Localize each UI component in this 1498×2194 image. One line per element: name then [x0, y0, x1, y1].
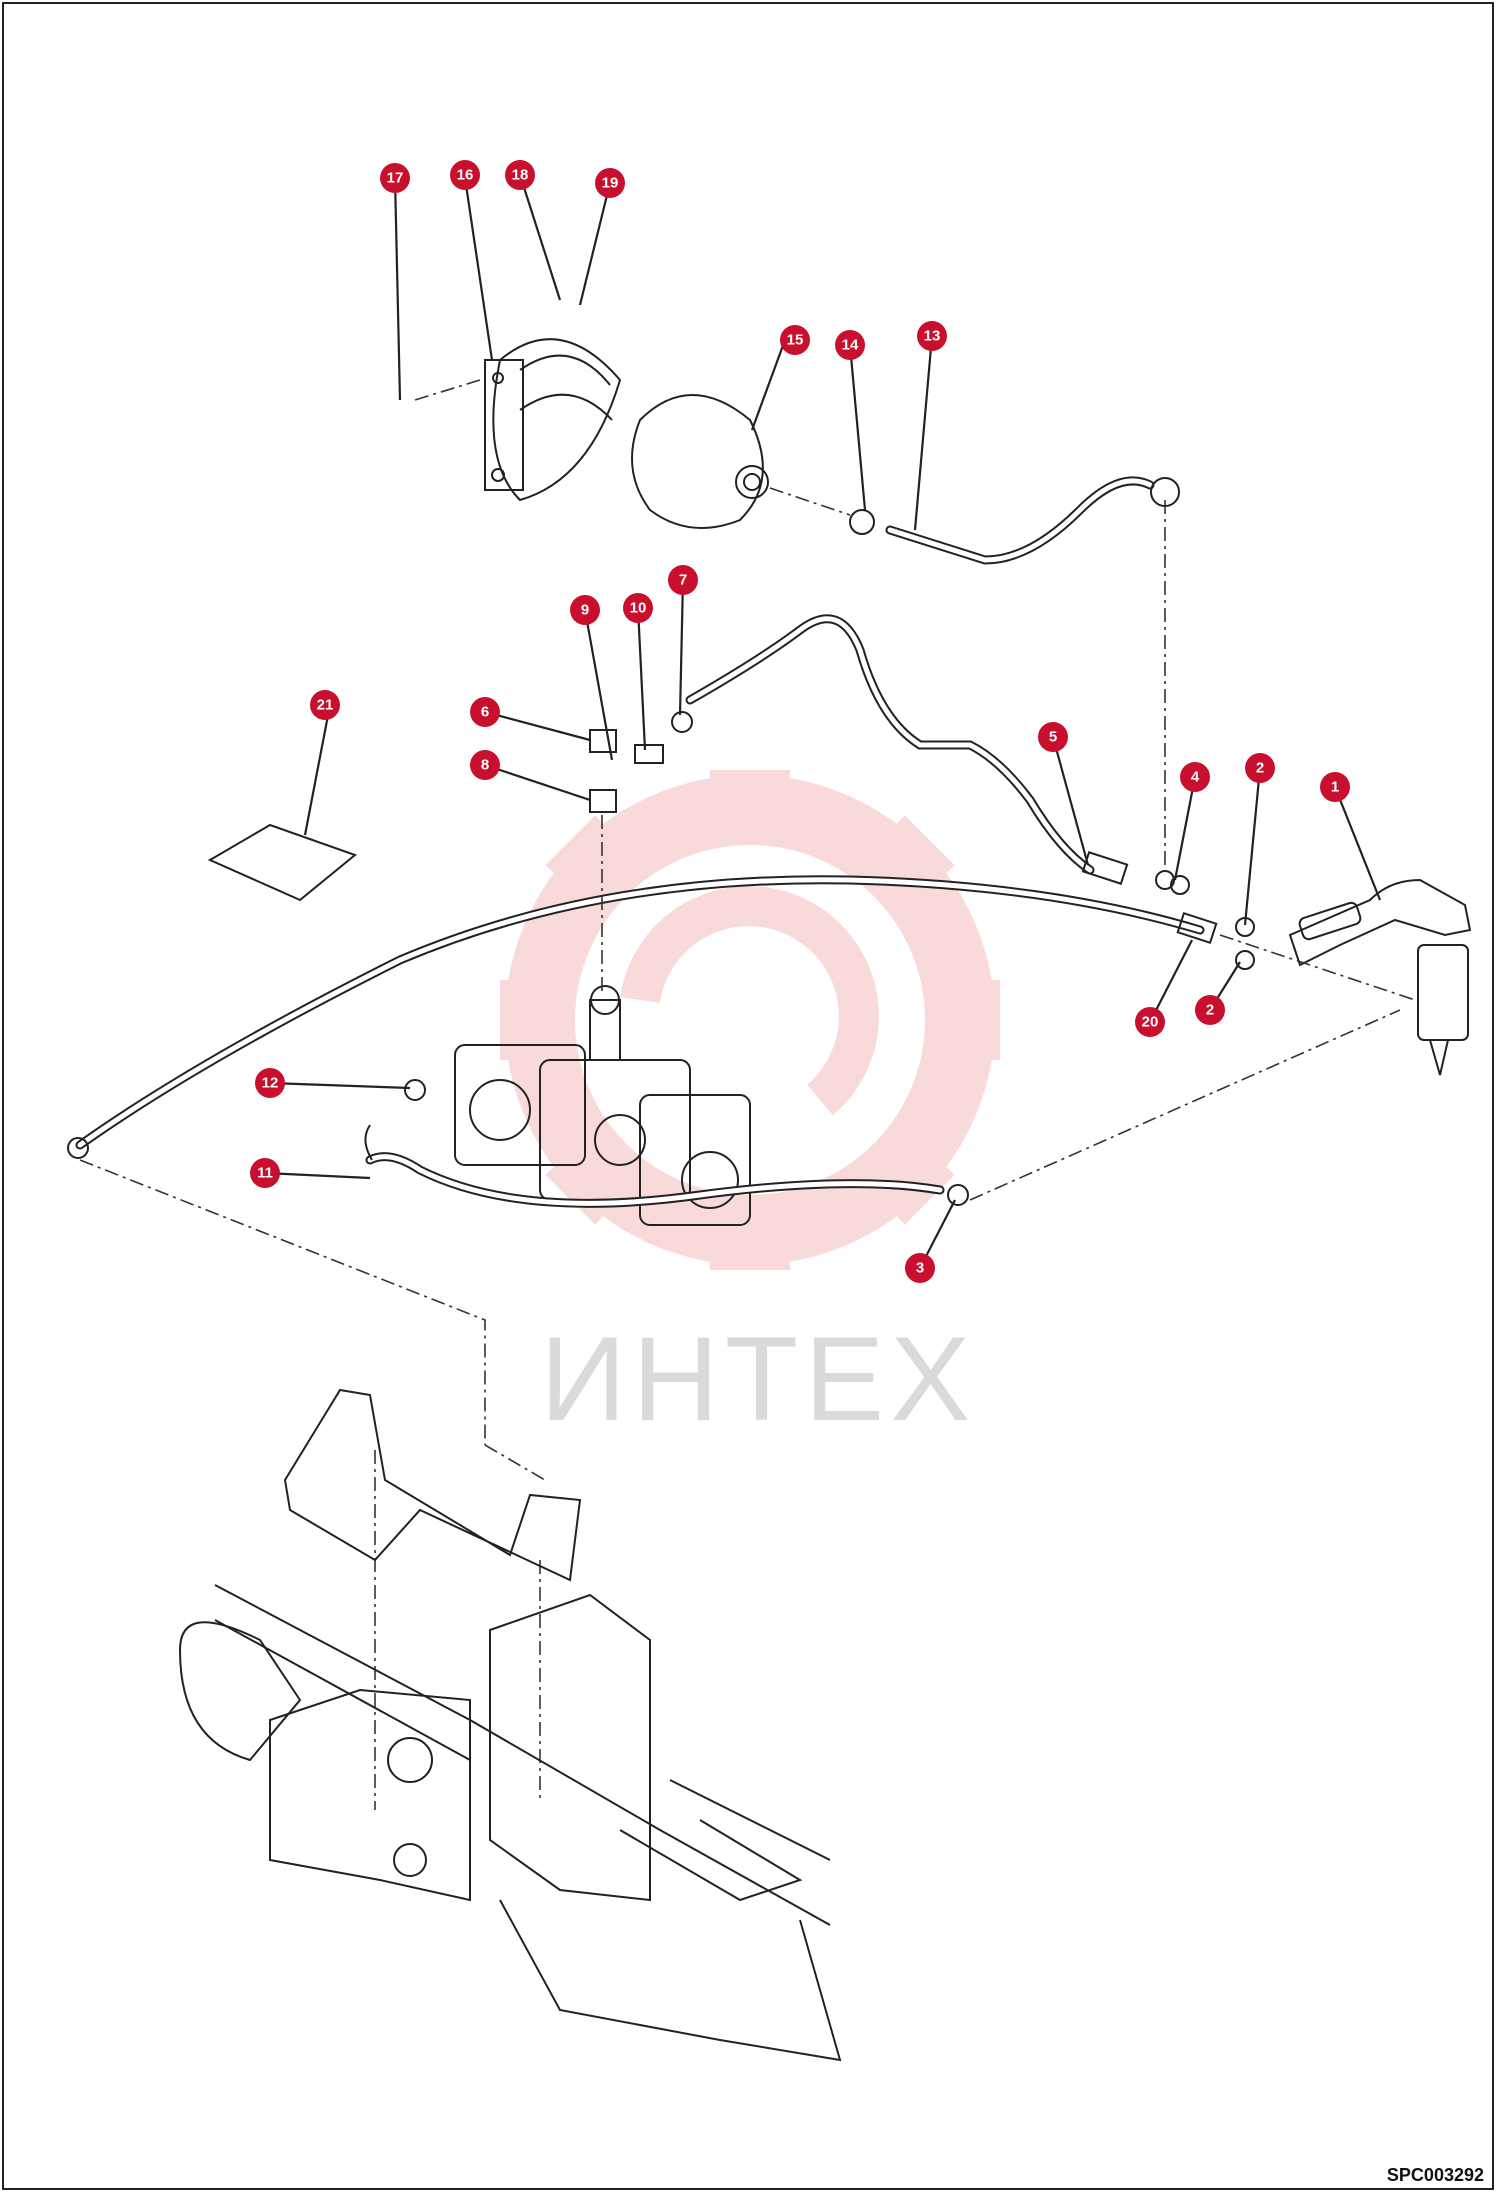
callout-2-lower: 2: [1195, 995, 1225, 1025]
svg-text:12: 12: [262, 1075, 279, 1092]
assembly-lines: [79, 379, 1416, 1810]
svg-text:15: 15: [787, 332, 804, 349]
callout-21: 21: [310, 690, 340, 720]
upper-hose: [685, 614, 1129, 885]
svg-text:2: 2: [1206, 1002, 1214, 1019]
clamp-bracket: [484, 338, 622, 502]
svg-text:14: 14: [842, 337, 859, 354]
svg-text:5: 5: [1049, 729, 1057, 746]
svg-text:2: 2: [1256, 760, 1264, 777]
watermark-gear-icon: [500, 770, 1000, 1270]
callout-20: 20: [1135, 1007, 1165, 1037]
leader-lines: [264, 174, 1382, 1269]
svg-text:17: 17: [387, 170, 404, 187]
svg-text:10: 10: [630, 600, 647, 617]
callout-4: 4: [1180, 762, 1210, 792]
accumulator-pipe: [849, 476, 1180, 565]
svg-text:1: 1: [1331, 779, 1339, 796]
svg-text:3: 3: [916, 1260, 924, 1277]
accumulator: [631, 394, 769, 529]
drawing-code: SPC003292: [1386, 2165, 1484, 2185]
callout-1: 1: [1320, 772, 1350, 802]
svg-text:8: 8: [481, 757, 489, 774]
transmission-assembly: [178, 1388, 842, 2062]
callouts: 1 2 2 3 4 5 6 7 8 9 10 11 12 13 14 15 16…: [250, 160, 1350, 1283]
long-hose: [67, 875, 1218, 1159]
svg-text:19: 19: [602, 175, 619, 192]
callout-18: 18: [505, 160, 535, 190]
watermark-text: ИНТЕХ: [540, 1312, 977, 1446]
callout-8: 8: [470, 750, 500, 780]
callout-2-upper: 2: [1245, 753, 1275, 783]
svg-text:9: 9: [581, 602, 589, 619]
callout-10: 10: [623, 593, 653, 623]
svg-text:21: 21: [317, 697, 334, 714]
callout-3: 3: [905, 1253, 935, 1283]
callout-6: 6: [470, 697, 500, 727]
callout-17: 17: [380, 163, 410, 193]
callout-19: 19: [595, 168, 625, 198]
callout-5: 5: [1038, 722, 1068, 752]
svg-text:13: 13: [924, 328, 941, 345]
svg-text:6: 6: [481, 704, 489, 721]
callout-16: 16: [450, 160, 480, 190]
callout-11: 11: [250, 1158, 280, 1188]
brake-valve: [1288, 878, 1472, 1076]
callout-7: 7: [668, 565, 698, 595]
callout-9: 9: [570, 595, 600, 625]
svg-text:4: 4: [1191, 769, 1200, 786]
svg-text:18: 18: [512, 167, 529, 184]
lower-hose: [364, 1124, 969, 1208]
svg-text:11: 11: [257, 1165, 273, 1182]
svg-text:7: 7: [679, 572, 687, 589]
callout-14: 14: [835, 330, 865, 360]
callout-12: 12: [255, 1068, 285, 1098]
label-card: [207, 823, 358, 902]
callout-15: 15: [780, 325, 810, 355]
svg-text:20: 20: [1142, 1014, 1159, 1031]
svg-text:16: 16: [457, 167, 474, 184]
callout-13: 13: [917, 321, 947, 351]
